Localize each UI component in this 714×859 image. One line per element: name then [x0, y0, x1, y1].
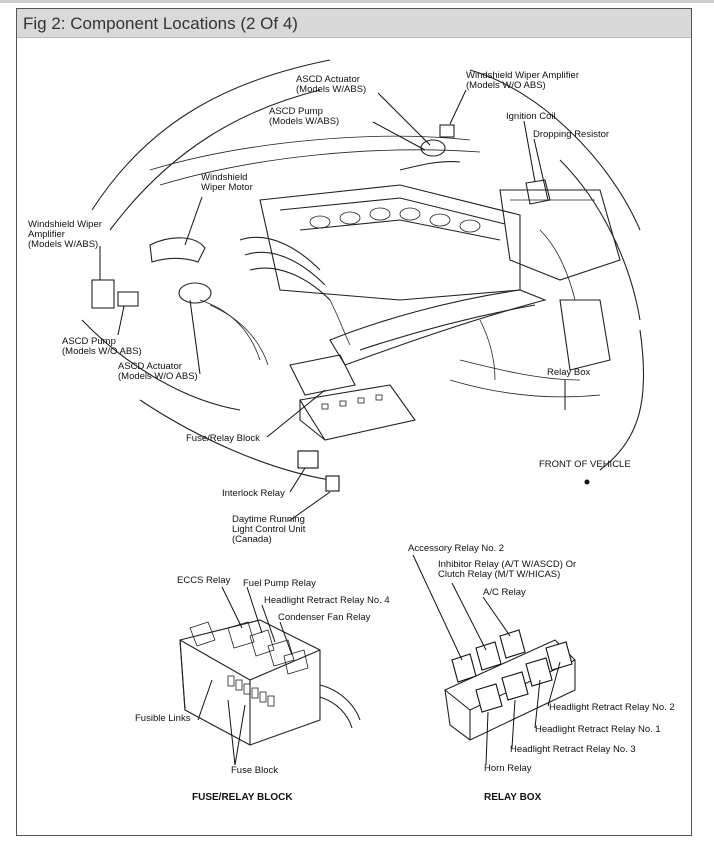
label-headlight-retract-2: Headlight Retract Relay No. 2 [549, 702, 675, 713]
figure-title-bar: Fig 2: Component Locations (2 Of 4) [17, 9, 691, 38]
label-front-of-vehicle: FRONT OF VEHICLE [539, 459, 631, 470]
label-relay-box: Relay Box [547, 367, 591, 378]
label-ws-wiper-amp-woabs: Windshield Wiper Amplifier(Models W/O AB… [466, 70, 579, 91]
label-ascd-actuator-woabs: ASCD Actuator(Models W/O ABS) [118, 361, 198, 382]
label-ascd-pump-woabs: ASCD Pump(Models W/O ABS) [62, 336, 142, 357]
caption-fuse-relay-block: FUSE/RELAY BLOCK [192, 792, 293, 803]
label-fusible-links: Fusible Links [135, 713, 191, 724]
engine-bay-drawing [81, 59, 645, 485]
leader-lines-fuse-block [197, 586, 293, 766]
figure-frame: Fig 2: Component Locations (2 Of 4) [16, 8, 692, 836]
drl-unit-symbol [325, 475, 340, 492]
label-dropping-resistor: Dropping Resistor [533, 129, 609, 140]
label-ascd-pump-abs: ASCD Pump(Models W/ABS) [269, 106, 339, 127]
label-headlight-retract-4: Headlight Retract Relay No. 4 [264, 595, 390, 606]
label-ignition-coil: Ignition Coil [506, 111, 556, 122]
label-fuel-pump-relay: Fuel Pump Relay [243, 578, 316, 589]
label-fuse-relay-block: Fuse/Relay Block [186, 433, 260, 444]
label-ac-relay: A/C Relay [483, 587, 526, 598]
label-fuse-block: Fuse Block [231, 765, 278, 776]
label-horn-relay: Horn Relay [484, 763, 532, 774]
relay-box-detail [444, 629, 576, 741]
label-ascd-actuator-abs: ASCD Actuator(Models W/ABS) [296, 74, 366, 95]
top-border [0, 0, 714, 3]
label-condenser-fan-relay: Condenser Fan Relay [278, 612, 371, 623]
label-interlock-relay: Interlock Relay [222, 488, 285, 499]
figure-title: Fig 2: Component Locations (2 Of 4) [23, 14, 298, 33]
leader-lines-relay-box [412, 554, 561, 766]
leader-lines-engine [99, 89, 566, 522]
label-headlight-retract-1: Headlight Retract Relay No. 1 [535, 724, 661, 735]
label-eccs-relay: ECCS Relay [177, 575, 231, 586]
label-accessory-relay-2: Accessory Relay No. 2 [408, 543, 504, 554]
interlock-relay-symbol [297, 450, 319, 469]
fuse-relay-block-detail [179, 619, 361, 746]
caption-relay-box: RELAY BOX [484, 792, 542, 803]
label-headlight-retract-3: Headlight Retract Relay No. 3 [510, 744, 636, 755]
